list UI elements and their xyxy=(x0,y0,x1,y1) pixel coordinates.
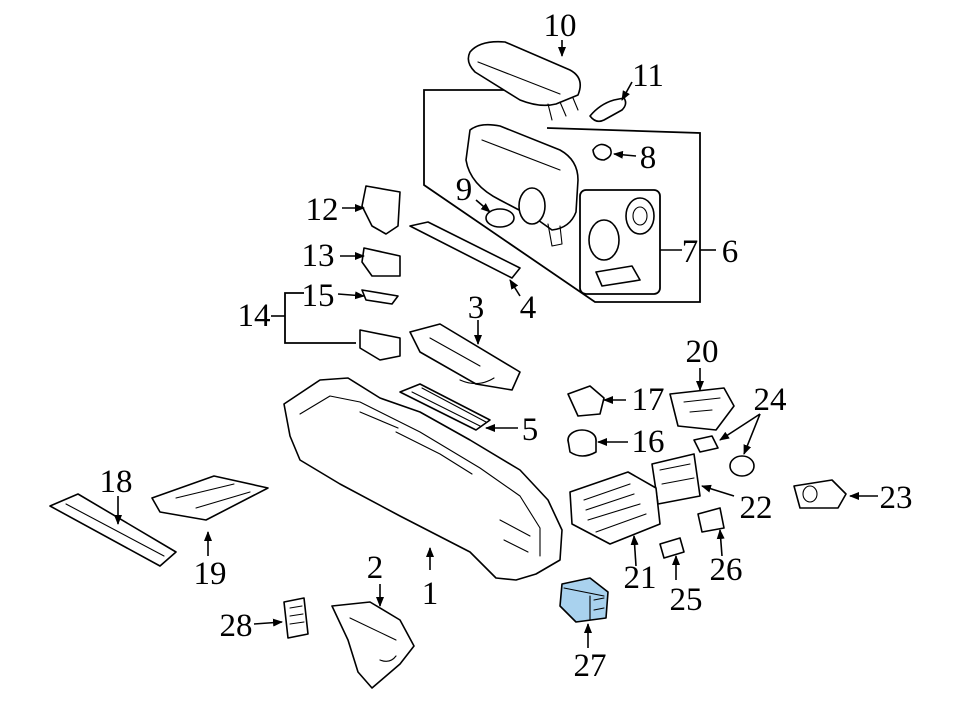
callout-14: 14 xyxy=(238,298,271,334)
callout-5: 5 xyxy=(522,412,539,448)
armrest-lid xyxy=(467,40,581,121)
callout-13: 13 xyxy=(302,238,335,274)
callout-18: 18 xyxy=(100,464,133,500)
cup-holder-set xyxy=(588,197,655,287)
callout-26: 26 xyxy=(710,552,743,588)
storage-bin-12 xyxy=(361,185,401,235)
console-body xyxy=(283,377,563,581)
mounting-bracket xyxy=(331,601,415,689)
callout-27: 27 xyxy=(574,648,607,684)
rear-vent xyxy=(569,471,661,545)
callout-19: 19 xyxy=(194,556,227,592)
armrest-group-bracket xyxy=(423,89,701,303)
callout-24: 24 xyxy=(754,382,787,418)
callout-15: 15 xyxy=(302,278,335,314)
callout-28: 28 xyxy=(220,608,253,644)
knob-16 xyxy=(567,429,597,457)
insert-15 xyxy=(361,289,399,305)
highlighted-part-27 xyxy=(559,577,609,623)
callout-11: 11 xyxy=(632,58,664,94)
console-mat xyxy=(399,383,491,431)
bracket-7 xyxy=(579,189,661,295)
callout-1: 1 xyxy=(422,576,439,612)
clip-25 xyxy=(659,537,685,559)
callout-17: 17 xyxy=(632,382,665,418)
callout-10: 10 xyxy=(544,8,577,44)
cap-button xyxy=(485,208,515,228)
armrest-base xyxy=(465,123,579,247)
leader-lines xyxy=(114,40,878,648)
callout-25: 25 xyxy=(670,582,703,618)
callout-3: 3 xyxy=(468,290,485,326)
callout-8: 8 xyxy=(640,140,657,176)
hinge-clip xyxy=(589,97,627,123)
callout-23: 23 xyxy=(880,480,913,516)
small-vent xyxy=(283,597,309,639)
callout-20: 20 xyxy=(686,334,719,370)
callout-16: 16 xyxy=(632,424,665,460)
callout-4: 4 xyxy=(520,290,537,326)
callout-22: 22 xyxy=(740,490,773,526)
shifter-plate xyxy=(151,475,269,521)
trim-panel-4 xyxy=(409,221,521,279)
console-top-cover xyxy=(409,323,521,391)
callout-9: 9 xyxy=(456,172,473,208)
callout-2: 2 xyxy=(367,550,384,586)
callout-12: 12 xyxy=(306,192,339,228)
callout-6: 6 xyxy=(722,234,739,270)
storage-bin-14 xyxy=(359,329,401,361)
armrest-insert xyxy=(592,143,612,161)
storage-tray-13 xyxy=(361,247,401,277)
callout-7: 7 xyxy=(682,234,699,270)
callout-numbers: 1 2 3 4 5 6 7 8 9 10 11 12 13 14 15 16 1… xyxy=(100,8,913,684)
connector-24 xyxy=(693,435,755,477)
bracket-14 xyxy=(284,292,356,344)
bezel-22 xyxy=(651,453,701,505)
clip-26 xyxy=(697,507,725,533)
callout-21: 21 xyxy=(624,560,657,596)
trim-strip xyxy=(49,493,177,567)
lighter-23 xyxy=(793,479,847,509)
housing-20 xyxy=(669,387,735,431)
switch-17 xyxy=(567,385,605,417)
